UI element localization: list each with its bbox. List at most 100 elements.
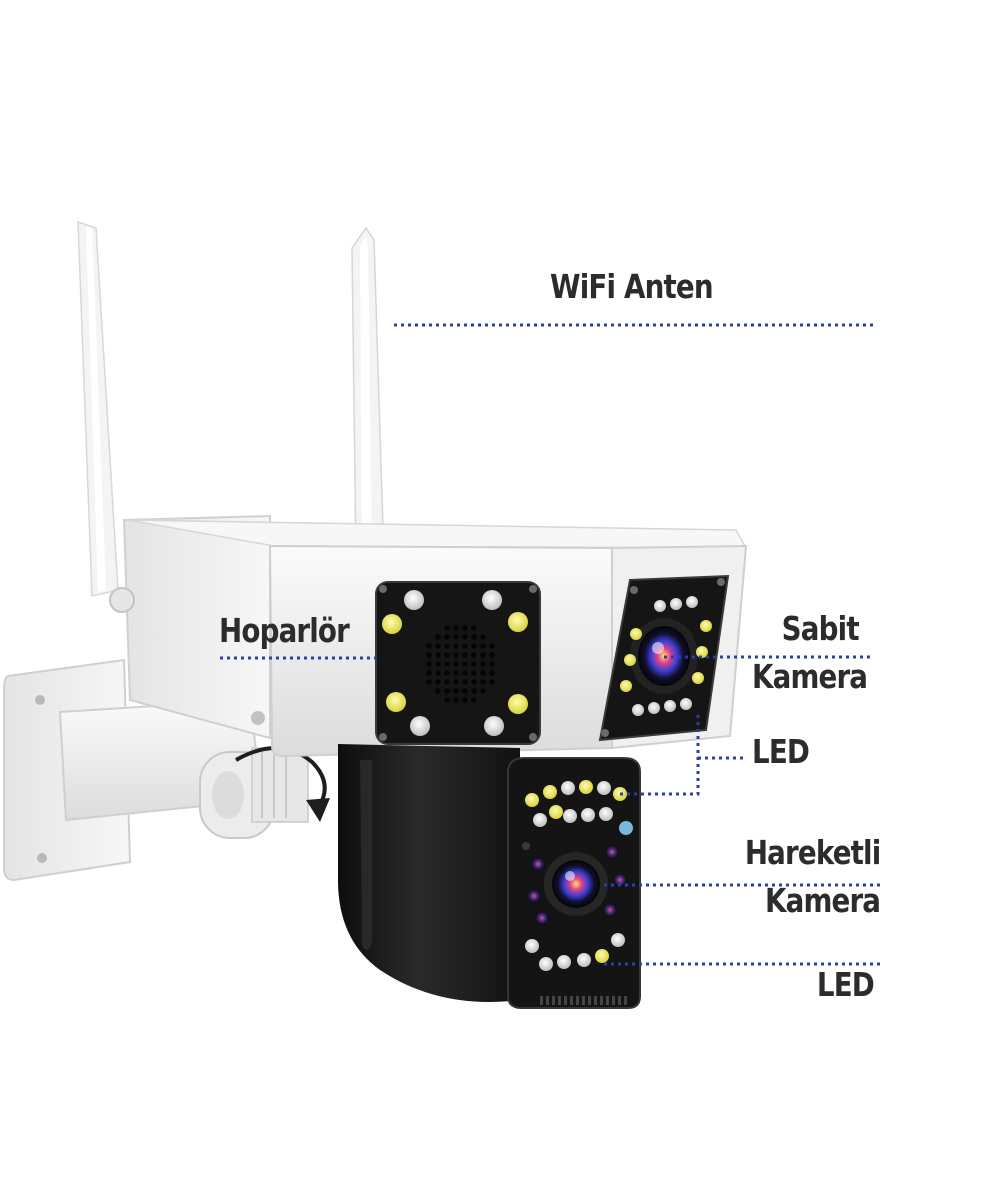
speaker-grille-hole <box>453 697 459 703</box>
speaker-grille-hole <box>462 652 468 658</box>
label-fixed-camera-line2: Kamera <box>751 657 868 696</box>
speaker-grille-hole <box>435 688 441 694</box>
ir-sensor <box>527 889 541 903</box>
speaker-grille-hole <box>471 670 477 676</box>
speaker-grille-hole <box>462 697 468 703</box>
speaker-grille-hole <box>489 643 495 649</box>
speaker-grille-hole <box>471 688 477 694</box>
led <box>549 805 563 819</box>
speaker-grille-hole <box>489 670 495 676</box>
vent-slot <box>606 996 609 1005</box>
speaker-grille-hole <box>435 661 441 667</box>
speaker-grille-hole <box>480 652 486 658</box>
speaker-grille-hole <box>471 679 477 685</box>
vent-slot <box>564 996 567 1005</box>
speaker-grille-hole <box>480 670 486 676</box>
speaker-grille-hole <box>444 688 450 694</box>
label-speaker: Hoparlör <box>219 611 350 650</box>
vent-slot <box>612 996 615 1005</box>
ir-sensor <box>603 903 617 917</box>
vent-slot <box>540 996 543 1005</box>
vent-slot <box>594 996 597 1005</box>
speaker-grille-hole <box>471 625 477 631</box>
ir-sensor <box>531 857 545 871</box>
speaker-grille-hole <box>453 643 459 649</box>
speaker-grille-hole <box>435 679 441 685</box>
speaker-grille-hole <box>480 661 486 667</box>
speaker-grille-hole <box>489 661 495 667</box>
label-moving-camera-line1: Hareketli <box>744 833 880 872</box>
label-led-upper: LED <box>752 732 810 771</box>
speaker-grille-hole <box>471 697 477 703</box>
speaker-grille-hole <box>462 643 468 649</box>
speaker-grille-hole <box>435 634 441 640</box>
speaker-grille-hole <box>444 643 450 649</box>
speaker-grille-hole <box>444 652 450 658</box>
speaker-grille-hole <box>462 688 468 694</box>
speaker-grille-hole <box>453 679 459 685</box>
vent-slot <box>558 996 561 1005</box>
speaker-grille-hole <box>462 625 468 631</box>
speaker-grille-hole <box>480 688 486 694</box>
speaker-grille-hole <box>471 661 477 667</box>
led <box>543 785 557 799</box>
speaker-grille-hole <box>480 634 486 640</box>
speaker-grille-hole <box>462 661 468 667</box>
speaker-grille-hole <box>471 643 477 649</box>
vent-slot <box>582 996 585 1005</box>
ir-sensor <box>613 873 627 887</box>
vent-slot <box>546 996 549 1005</box>
speaker-grille-hole <box>453 652 459 658</box>
label-fixed-camera-line1: Sabit <box>781 609 860 648</box>
speaker-grille-hole <box>453 688 459 694</box>
speaker-grille-hole <box>462 670 468 676</box>
led <box>577 953 591 967</box>
led <box>595 949 609 963</box>
speaker-grille-hole <box>435 643 441 649</box>
vent-slot <box>624 996 627 1005</box>
led <box>597 781 611 795</box>
led <box>539 957 553 971</box>
led <box>563 809 577 823</box>
speaker-grille-hole <box>453 661 459 667</box>
speaker-grille-hole <box>471 634 477 640</box>
speaker-grille-hole <box>453 670 459 676</box>
vent-slot <box>618 996 621 1005</box>
speaker-grille-hole <box>426 661 432 667</box>
led <box>533 813 547 827</box>
label-wifi-antenna: WiFi Anten <box>550 267 714 306</box>
speaker-grille-hole <box>453 625 459 631</box>
speaker-grille-hole <box>471 652 477 658</box>
rotation-arrow-icon <box>235 746 330 822</box>
moving-camera-panel <box>507 757 641 1009</box>
speaker-grille-hole <box>426 670 432 676</box>
leader-led-upper-a <box>620 712 700 796</box>
speaker-grille-hole <box>444 661 450 667</box>
speaker-grille-hole <box>444 670 450 676</box>
speaker-grille-hole <box>489 652 495 658</box>
ir-sensor <box>535 911 549 925</box>
led <box>611 933 625 947</box>
speaker-grille-hole <box>444 697 450 703</box>
ir-sensor <box>605 845 619 859</box>
vent-slot <box>600 996 603 1005</box>
label-moving-camera-line2: Kamera <box>764 881 881 920</box>
speaker-panel <box>375 581 541 745</box>
leader-lines <box>220 323 884 966</box>
speaker-grille-hole <box>435 670 441 676</box>
speaker-grille-hole <box>480 679 486 685</box>
speaker-grille-hole <box>453 634 459 640</box>
speaker-grille-hole <box>426 643 432 649</box>
speaker-grille-hole <box>444 679 450 685</box>
speaker-grille-hole <box>444 634 450 640</box>
speaker-grille-hole <box>426 679 432 685</box>
vent-slot <box>588 996 591 1005</box>
speaker-grille-hole <box>480 643 486 649</box>
speaker-grille-hole <box>462 634 468 640</box>
led <box>579 780 593 794</box>
ptz-body <box>338 744 520 1002</box>
vent-slot <box>576 996 579 1005</box>
led <box>599 807 613 821</box>
